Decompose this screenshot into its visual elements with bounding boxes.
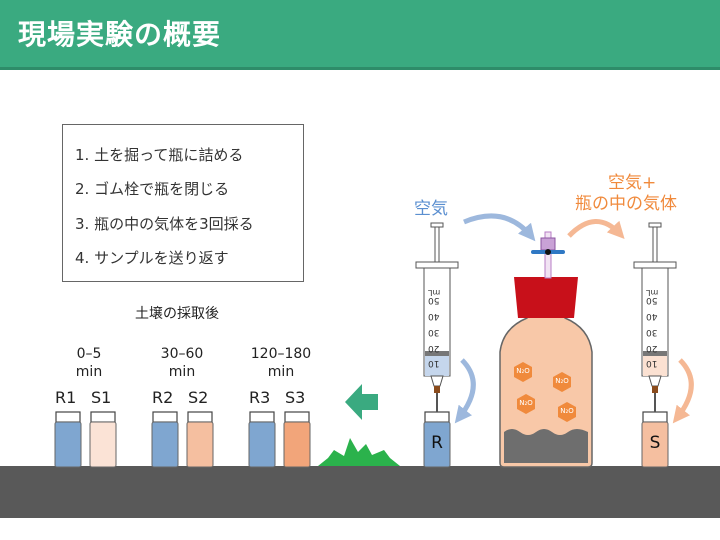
n2o-label-2: N₂O — [555, 377, 569, 385]
vial-r2 — [151, 411, 179, 468]
time-label-2: 30–60 — [160, 346, 204, 362]
vial-s1 — [89, 411, 117, 468]
unit-label-2: min — [168, 364, 196, 380]
bottle-to-syringe-arrow — [567, 219, 625, 239]
syringe-air-scale-20: 20 — [428, 343, 440, 353]
ground — [0, 466, 720, 518]
unit-label-1: min — [75, 364, 103, 380]
vial-s-receiving — [641, 411, 669, 468]
vial-label-s: S — [649, 433, 661, 453]
bottle-gas-label-line1: 空気+ — [608, 173, 657, 193]
vial-s3 — [283, 411, 311, 468]
syringe-gas-scale-30: 30 — [646, 327, 658, 337]
n2o-label-4: N₂O — [560, 407, 574, 415]
step-2: 2. ゴム栓で瓶を閉じる — [75, 180, 230, 198]
syringe-air-scale-30: 30 — [428, 327, 440, 337]
syringe-to-s-arrow — [672, 358, 694, 424]
air-to-bottle-arrow — [463, 213, 536, 242]
grass-hole-icon — [318, 438, 400, 466]
vial-r1 — [54, 411, 82, 468]
step-1: 1. 土を掘って瓶に詰める — [75, 146, 244, 164]
left-arrow-icon — [345, 384, 378, 420]
steps-box: 1. 土を掘って瓶に詰める 2. ゴム栓で瓶を閉じる 3. 瓶の中の気体を3回採… — [62, 124, 304, 282]
vial-r3 — [248, 411, 276, 468]
vial-label-s3: S3 — [285, 388, 306, 407]
sample-bottle — [499, 277, 593, 468]
stopcock-icon — [531, 231, 565, 279]
vial-label-s1: S1 — [91, 388, 112, 407]
syringe-air-scale-10: 10 — [428, 358, 440, 368]
syringe-bottle-gas — [633, 222, 677, 412]
syringe-gas-scale-50: 50 — [646, 295, 658, 305]
n2o-label-3: N₂O — [519, 399, 533, 407]
time-label-3: 120–180 — [250, 346, 312, 362]
step-3: 3. 瓶の中の気体を3回採る — [75, 215, 254, 233]
syringe-gas-scale-10: 10 — [646, 358, 658, 368]
unit-label-3: min — [267, 364, 295, 380]
time-label-1: 0–5 — [76, 346, 102, 362]
slide-header: 現場実験の概要 — [0, 0, 720, 70]
vial-label-r3: R3 — [249, 388, 271, 407]
vial-label-r1: R1 — [55, 388, 77, 407]
syringe-gas-scale-20: 20 — [646, 343, 658, 353]
syringe-air — [415, 222, 459, 412]
n2o-label-1: N₂O — [516, 367, 530, 375]
syringe-air-scale-50: 50 — [428, 295, 440, 305]
bottle-gas-label-line2: 瓶の中の気体 — [575, 194, 677, 214]
step-4: 4. サンプルを送り返す — [75, 249, 229, 267]
syringe-air-scale-40: 40 — [428, 311, 440, 321]
vial-r-receiving — [423, 411, 451, 468]
vial-label-s2: S2 — [188, 388, 209, 407]
slide-title: 現場実験の概要 — [18, 18, 222, 51]
n2o-molecule-icons — [514, 362, 576, 422]
syringe-to-r-arrow — [454, 358, 476, 424]
vial-s2 — [186, 411, 214, 468]
syringe-gas-scale-40: 40 — [646, 311, 658, 321]
vial-label-r2: R2 — [152, 388, 174, 407]
air-label: 空気 — [414, 199, 448, 219]
vial-label-r: R — [431, 433, 443, 453]
sampling-title: 土壌の採取後 — [135, 306, 219, 322]
